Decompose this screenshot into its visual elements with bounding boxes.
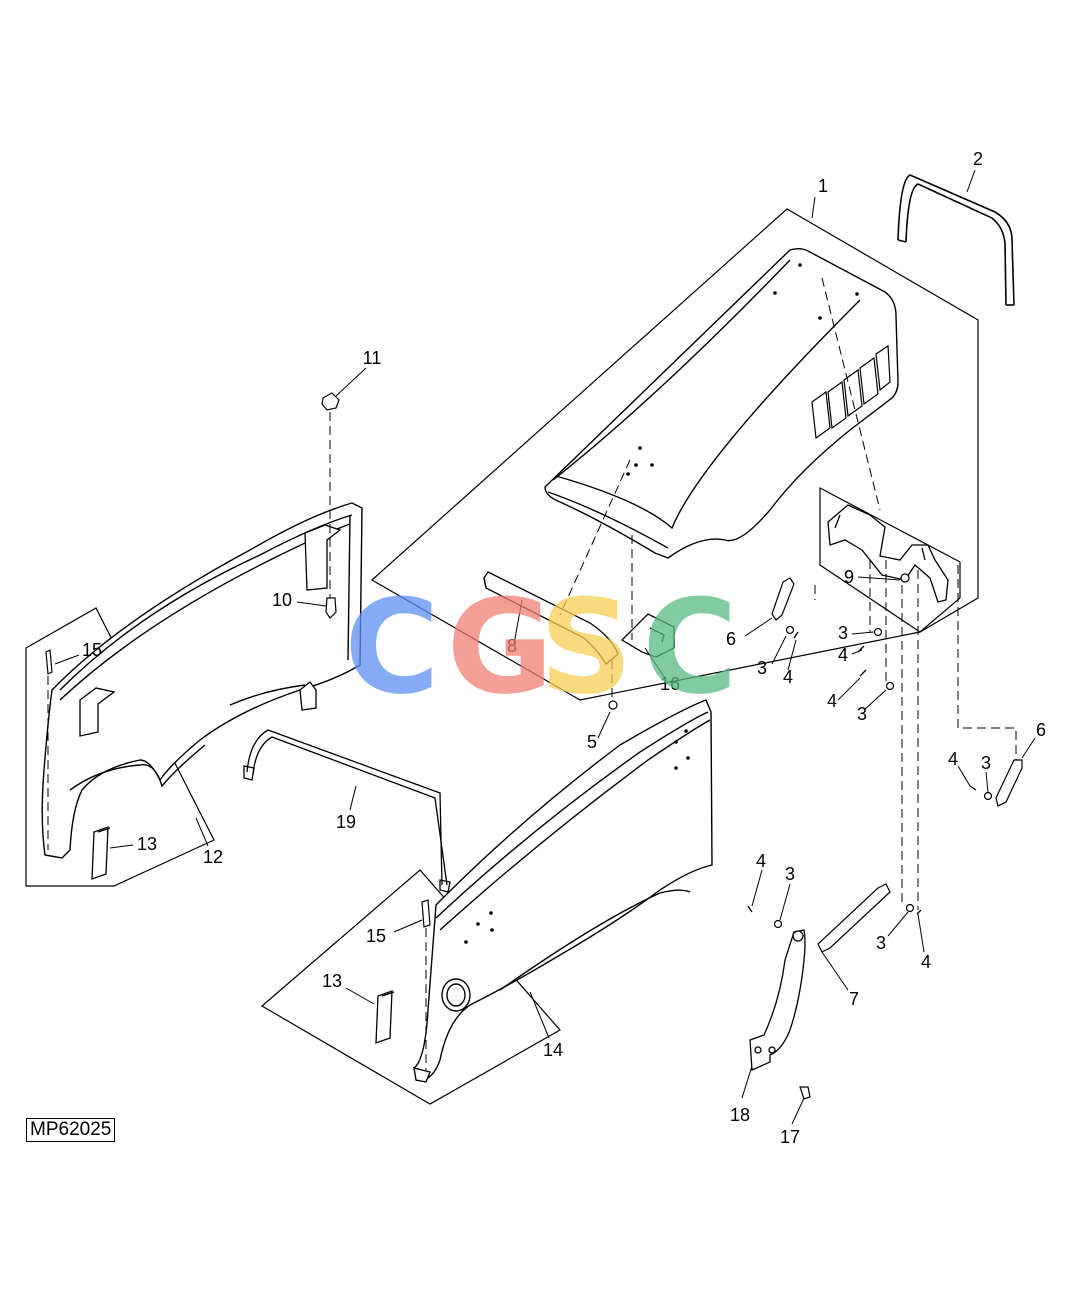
- links: [771, 577, 1023, 953]
- left-panel-brackets: [79, 524, 342, 737]
- callout-4: 4: [921, 952, 931, 972]
- left-panel-group-box: [25, 607, 215, 887]
- watermark-letter-g: G: [447, 571, 554, 723]
- callout-13: 13: [322, 971, 342, 991]
- callout-11: 11: [363, 348, 382, 368]
- callout-3: 3: [838, 623, 848, 643]
- washer-3a: [873, 627, 883, 637]
- callout-4: 4: [783, 667, 793, 687]
- cotter-pins: [747, 631, 977, 915]
- callout-3: 3: [757, 658, 767, 678]
- hood-top-edge: [552, 259, 791, 481]
- reference-code: MP62025: [26, 1118, 116, 1142]
- callout-16: 16: [660, 674, 680, 694]
- nut-9: [900, 573, 910, 583]
- bolt-10: [325, 597, 337, 619]
- hood-front-lip: [547, 491, 669, 549]
- assembly-lines: [47, 277, 1017, 1070]
- callout-6: 6: [726, 629, 736, 649]
- support-rod: [243, 729, 451, 893]
- nut-11: [321, 392, 340, 411]
- leader-lines: [54, 169, 1036, 1125]
- rubber-pads: [91, 826, 395, 1044]
- hardware: [321, 392, 993, 1100]
- watermark-logo: C G S C: [344, 571, 737, 723]
- callout-5: 5: [587, 732, 597, 752]
- hood: [544, 248, 899, 559]
- callout-3: 3: [785, 864, 795, 884]
- callout-3: 3: [981, 753, 991, 773]
- hood-crease: [555, 299, 861, 530]
- callout-9: 9: [844, 567, 854, 587]
- washer-3b: [785, 625, 795, 635]
- callout-15: 15: [366, 926, 386, 946]
- callout-3: 3: [876, 933, 886, 953]
- callout-4: 4: [838, 645, 848, 665]
- seal: [897, 174, 1015, 306]
- callout-15: 15: [82, 640, 102, 660]
- watermark-letter-c-2: C: [642, 571, 737, 723]
- callout-17: 17: [780, 1127, 800, 1147]
- callout-4: 4: [756, 851, 766, 871]
- washer-3c: [885, 681, 895, 691]
- watermark-letter-c: C: [344, 571, 439, 723]
- callout-6: 6: [1036, 720, 1046, 740]
- right-side-panel: [413, 699, 713, 1083]
- nut-5: [608, 700, 618, 710]
- hinge-bracket: [827, 504, 949, 603]
- hood-body: [544, 248, 899, 559]
- callout-13: 13: [137, 834, 157, 854]
- right-panel-group-box: [260, 869, 561, 1105]
- washer-3e: [773, 919, 783, 929]
- callout-14: 14: [543, 1040, 563, 1060]
- callout-8: 8: [507, 636, 517, 656]
- callout-18: 18: [730, 1105, 750, 1125]
- bracket-group-box: [819, 487, 961, 633]
- washer-3d: [983, 791, 993, 801]
- callout-12: 12: [203, 847, 223, 867]
- hood-group-box: [370, 208, 979, 701]
- hood-handle: [483, 571, 619, 665]
- callout-4: 4: [948, 749, 958, 769]
- studs: [45, 649, 431, 928]
- callout-19: 19: [336, 812, 356, 832]
- callout-1: 1: [818, 176, 828, 196]
- callout-7: 7: [849, 989, 859, 1009]
- group-boxes: [25, 208, 979, 1105]
- callout-labels: 1 2 3 3 3 3 3 3 4 4 4 4 4 4 5 6 6 7 8 9 …: [82, 149, 1046, 1147]
- callout-2: 2: [973, 149, 983, 169]
- support-strut: [749, 929, 806, 1071]
- hood-holes: [626, 263, 859, 476]
- bolt-17: [799, 1086, 811, 1100]
- callout-10: 10: [272, 590, 292, 610]
- latch-plate: [620, 613, 675, 658]
- right-panel-holes: [464, 729, 690, 944]
- watermark-letter-s: S: [539, 571, 633, 723]
- washer-3f: [905, 903, 915, 913]
- callout-3: 3: [857, 704, 867, 724]
- hood-vents: [811, 344, 891, 440]
- callout-4: 4: [827, 691, 837, 711]
